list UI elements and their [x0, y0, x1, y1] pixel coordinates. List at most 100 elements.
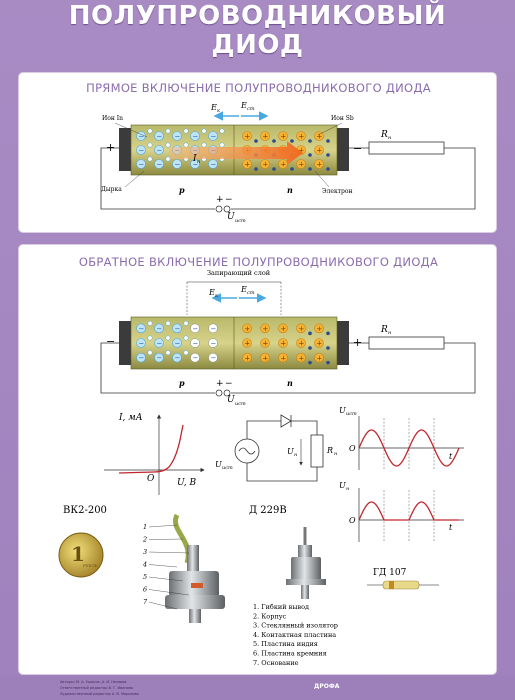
- electron: [308, 360, 312, 365]
- wave-bottom-t: t: [449, 523, 453, 532]
- barrier-label: Запирающий слой: [207, 269, 270, 277]
- ion-sign: −: [157, 133, 163, 141]
- acceptor-ion: [208, 131, 218, 141]
- hole: [147, 142, 153, 148]
- source-plus-sign: +: [216, 195, 224, 205]
- electron: [308, 139, 312, 143]
- donor-ion: [296, 338, 306, 348]
- vk-label: ВК2-200: [63, 505, 107, 516]
- footer: Авторы: М. А. Ушаков, А. И. Назаров Отве…: [0, 676, 515, 700]
- ion-sign: −: [193, 325, 199, 333]
- ion-sign: +: [316, 147, 322, 155]
- field-st-label: E: [240, 101, 247, 110]
- electron: [326, 346, 330, 350]
- legend-item: 6. Пластина кремния: [253, 650, 327, 658]
- acceptor-ion: [136, 131, 146, 141]
- rev-resistor-label: R: [380, 325, 388, 335]
- hole: [147, 156, 153, 162]
- ion-sign: −: [193, 340, 199, 348]
- electron: [308, 346, 312, 350]
- svg-text:п: п: [197, 159, 200, 165]
- current-label: I: [192, 154, 197, 164]
- acceptor-ion: [136, 159, 146, 169]
- donor-ion: [314, 145, 324, 155]
- hole: [165, 128, 171, 134]
- ion-sign: +: [262, 133, 268, 141]
- rev-minus-left: −: [106, 335, 115, 348]
- electron: [254, 167, 258, 171]
- svg-text:ист: ист: [235, 401, 246, 407]
- donor-ion: [242, 159, 252, 169]
- hole: [165, 142, 171, 148]
- acceptor-ion: [154, 323, 164, 334]
- svg-text:ст: ст: [247, 106, 255, 112]
- hole: [165, 335, 171, 341]
- ion-sign: +: [316, 161, 322, 169]
- rev-field-st-label: E: [240, 285, 247, 294]
- svg-text:ист: ист: [346, 411, 357, 417]
- ion-sign: +: [316, 325, 322, 333]
- donor-ion: [260, 338, 270, 348]
- ion-sign: −: [211, 161, 217, 169]
- hole: [183, 320, 189, 326]
- donor-ion: [260, 159, 270, 169]
- forward-source-label: U: [227, 212, 235, 222]
- footer-authors: Авторы: М. А. Ушаков, А. И. Назаров: [60, 680, 127, 684]
- field-k-label: E: [210, 103, 217, 112]
- part-number: 2: [142, 536, 147, 544]
- ion-sign: +: [298, 354, 304, 362]
- source-terminal-plus: [215, 205, 223, 213]
- acceptor-ion: [172, 131, 182, 141]
- ion-sign: −: [157, 147, 163, 155]
- source-terminal-minus: [223, 205, 231, 213]
- rev-load-resistor: [368, 336, 445, 350]
- title-line-1: ПОЛУПРОВОДНИКОВЫЙ: [68, 1, 447, 31]
- vk-body-top: [187, 545, 199, 573]
- donor-ion: [242, 338, 252, 348]
- ion-sign: −: [193, 354, 199, 362]
- rev-field-k-label: E: [208, 288, 215, 297]
- ion-sign: −: [139, 340, 145, 348]
- left-electrode: [119, 128, 131, 171]
- electron: [326, 167, 330, 171]
- acceptor-ion: [190, 338, 200, 348]
- ion-sign: −: [175, 354, 181, 362]
- iv-curve: [118, 424, 184, 474]
- ion-sign: −: [211, 340, 217, 348]
- ion-sb-label: Ион Sb: [331, 115, 354, 122]
- part-number: 6: [143, 586, 147, 594]
- forward-minus-right: −: [353, 142, 362, 155]
- legend-item: 1. Гибкий вывод: [253, 603, 309, 611]
- part-leader: [148, 524, 178, 528]
- vk-base: [165, 595, 225, 609]
- svg-text:к: к: [215, 293, 218, 299]
- electron: [326, 153, 330, 157]
- ion-sign: −: [175, 325, 181, 333]
- ion-sign: −: [211, 354, 217, 362]
- footer-editor: Ответственный редактор В. Г. Иванова: [60, 686, 133, 690]
- wave-top-t: t: [449, 452, 453, 461]
- electron: [326, 360, 330, 365]
- rectifier-source-label: U: [215, 460, 222, 469]
- ion-sign: +: [280, 325, 286, 333]
- legend-item: 3. Стеклянный изолятор: [253, 622, 338, 630]
- forward-panel: ПРЯМОЕ ВКЛЮЧЕНИЕ ПОЛУПРОВОДНИКОВОГО ДИОД…: [18, 72, 497, 233]
- wave-bottom-ylabel: U: [339, 481, 346, 490]
- wave-top-origin: O: [349, 444, 356, 453]
- ion-sign: +: [262, 325, 268, 333]
- part-number: 3: [143, 548, 147, 556]
- electron: [326, 139, 330, 143]
- hole: [219, 128, 225, 134]
- forward-diagram: −−−−−+++++−−−−−+++++−−−−−+++++ Ион In Ио…: [100, 101, 476, 224]
- hole: [183, 335, 189, 341]
- hole: [219, 142, 225, 148]
- electron: [308, 153, 312, 157]
- hole: [201, 128, 207, 134]
- rev-n-label: n: [287, 378, 293, 388]
- iv-xlabel: U, В: [177, 478, 196, 488]
- donor-ion: [296, 159, 306, 169]
- electron: [308, 331, 312, 336]
- hole: [147, 128, 153, 134]
- acceptor-ion: [190, 352, 200, 363]
- acceptor-ion: [208, 159, 218, 169]
